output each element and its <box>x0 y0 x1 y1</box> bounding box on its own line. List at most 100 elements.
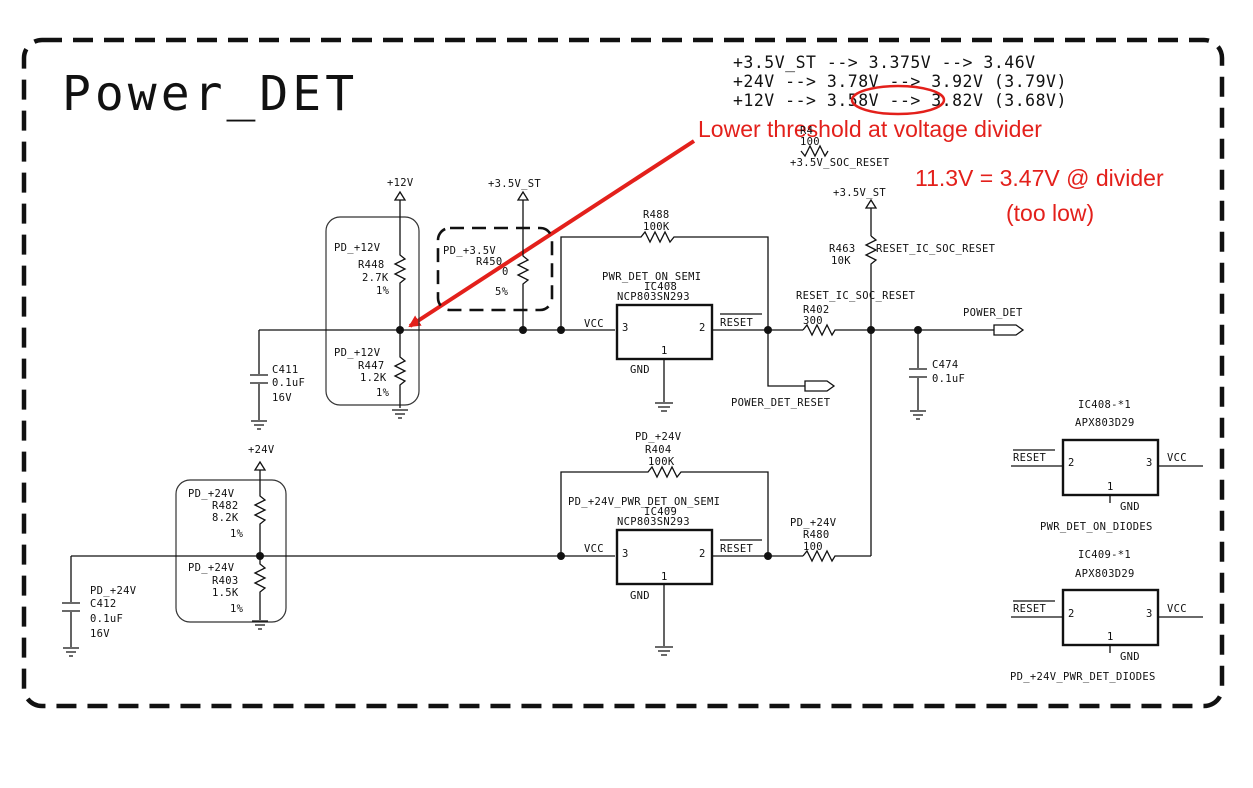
r488-ref: R488 <box>643 209 670 221</box>
ic409-alt-chip <box>1061 588 1160 647</box>
ic408-ref: IC408 <box>644 281 677 293</box>
r404-group: PD_+24V <box>635 431 682 443</box>
c412-group: PD_+24V <box>90 585 137 597</box>
ic408-alt-reset: RESET <box>1013 452 1046 464</box>
ic408-alt-pin-gnd: 1 <box>1107 481 1114 493</box>
r488-value: 100K <box>643 221 670 233</box>
ic408-name: PWR_DET_ON_SEMI <box>602 271 701 283</box>
r403-resistor <box>253 556 267 620</box>
divider-note-line2: (too low) <box>1006 200 1094 226</box>
rail-3v5-label-2: +3.5V_ST <box>833 187 886 199</box>
r450-group: PD_+3.5V <box>443 245 496 257</box>
r402-value: 300 <box>803 315 823 327</box>
ic409-gnd-label: GND <box>630 590 650 602</box>
c411-ground-icon <box>251 420 267 430</box>
ic409-alt-reset: RESET <box>1013 603 1046 615</box>
r448-ref: R448 <box>358 259 385 271</box>
r404-ref: R404 <box>645 444 672 456</box>
threshold-note-3v5: +3.5V_ST --> 3.375V --> 3.46V <box>733 53 1036 72</box>
c474-ref: C474 <box>932 359 959 371</box>
c412-capacitor <box>62 556 80 647</box>
r402-ref: R402 <box>803 304 830 316</box>
pd-3v5-group-outline <box>436 226 554 312</box>
r447-value: 1.2K <box>360 372 387 384</box>
pd-12v-group-outline <box>325 216 420 406</box>
r403-ref: R403 <box>212 575 239 587</box>
rail-24v-label: +24V <box>248 444 275 456</box>
ic409-alt-pin-gnd: 1 <box>1107 631 1114 643</box>
r482-group: PD_+24V <box>188 488 235 500</box>
r463-value: 10K <box>831 255 851 267</box>
r450-tol: 5% <box>495 286 509 298</box>
rail-3v5-arrow-2 <box>864 198 878 236</box>
red-arrow <box>408 139 696 328</box>
r402-resistor <box>802 323 918 337</box>
ic409-alt-ref: IC409-*1 <box>1078 549 1131 561</box>
r463-net: RESET_IC_SOC_RESET <box>876 243 996 255</box>
ic409-pin-gnd: 1 <box>661 571 668 583</box>
rail-12v-label: +12V <box>387 177 414 189</box>
ic408-pin-vcc: 3 <box>622 322 629 334</box>
c412-value: 0.1uF <box>90 613 123 625</box>
rail-24v-arrow <box>253 460 267 488</box>
ic408-alt-part: APX803D29 <box>1075 417 1135 429</box>
r482-tol: 1% <box>230 528 244 540</box>
ic409-reset-label: RESET <box>720 543 753 555</box>
r450-ref: R450 <box>476 256 503 268</box>
ic408-alt-chip <box>1061 438 1160 497</box>
r480-group: PD_+24V <box>790 517 837 529</box>
c412-ref: C412 <box>90 598 117 610</box>
junction-dot <box>256 552 264 560</box>
ic408-vcc-label: VCC <box>584 318 604 330</box>
divider-note-line1: 11.3V = 3.47V @ divider <box>915 165 1164 191</box>
r403-tol: 1% <box>230 603 244 615</box>
r448-resistor <box>393 245 407 329</box>
r447-ref: R447 <box>358 360 385 372</box>
ic409-ground-icon <box>655 646 673 656</box>
ic408-pin-gnd: 1 <box>661 345 668 357</box>
c412-ground-icon <box>63 647 79 657</box>
r450-value: 0 <box>502 266 509 278</box>
ic408-alt-gnd: GND <box>1120 501 1140 513</box>
ic409-alt-part: APX803D29 <box>1075 568 1135 580</box>
ic409-alt-pin-vcc: 3 <box>1146 608 1153 620</box>
r447-resistor <box>393 329 407 408</box>
power-det-reset-label: POWER_DET_RESET <box>731 397 831 409</box>
ic408-reset-label: RESET <box>720 317 753 329</box>
ic408-alt-vcc: VCC <box>1167 452 1187 464</box>
power-det-reset-port <box>804 380 836 392</box>
ic408-alt-pin-vcc: 3 <box>1146 457 1153 469</box>
r403-group: PD_+24V <box>188 562 235 574</box>
r480-resistor <box>802 549 871 563</box>
r480-ref: R480 <box>803 529 830 541</box>
r450-resistor <box>516 248 530 330</box>
r463-ref: R463 <box>829 243 856 255</box>
threshold-note-24v: +24V --> 3.78V --> 3.92V (3.79V) <box>733 72 1067 91</box>
c411-capacitor <box>250 330 268 420</box>
r482-value: 8.2K <box>212 512 239 524</box>
ic409-pin-vcc: 3 <box>622 548 629 560</box>
ic409-pin-reset: 2 <box>699 548 706 560</box>
junction-dot <box>867 326 875 334</box>
r448-tol: 1% <box>376 285 390 297</box>
ic409-alt-pin-reset: 2 <box>1068 608 1075 620</box>
arrow-note: Lower threshold at voltage divider <box>698 116 1042 142</box>
sheet-title: Power_DET <box>62 66 358 122</box>
c412-voltage: 16V <box>90 628 110 640</box>
sheet-border <box>21 37 1225 709</box>
r488-resistor <box>560 230 769 330</box>
ic408-alt-pin-reset: 2 <box>1068 457 1075 469</box>
r480-value: 100 <box>803 541 823 553</box>
r403-value: 1.5K <box>212 587 239 599</box>
junction-dot <box>396 326 404 334</box>
r463-resistor <box>864 235 878 556</box>
ic409-vcc-label: VCC <box>584 543 604 555</box>
ic409-part: NCP803SN293 <box>617 516 690 528</box>
r482-resistor <box>253 488 267 556</box>
threshold-note-12v: +12V --> 3.58V --> 3.82V (3.68V) <box>733 91 1067 110</box>
ic408-part: NCP803SN293 <box>617 291 690 303</box>
rail-3v5-label: +3.5V_ST <box>488 178 541 190</box>
pd-24v-group-outline <box>175 479 287 623</box>
r447-tol: 1% <box>376 387 390 399</box>
